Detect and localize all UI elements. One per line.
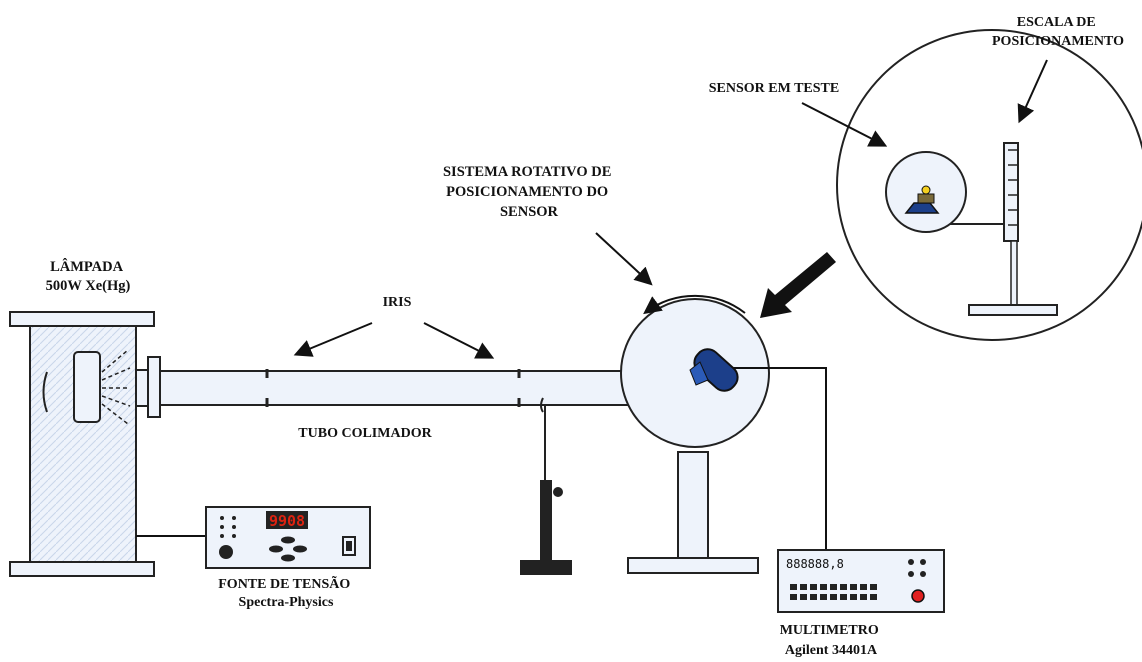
multimeter-red-button xyxy=(911,589,925,603)
power-knob-icon xyxy=(219,545,233,559)
rotary-label: SISTEMA ROTATIVO DE POSICIONAMENTO DO SE… xyxy=(443,164,615,220)
lamp-bulb-icon xyxy=(73,351,101,423)
xenon-lamp xyxy=(9,311,161,577)
lamp-label-line-1: LÂMPADA xyxy=(50,258,124,275)
sensor-cable xyxy=(733,367,827,550)
power-supply-label-line-1: FONTE DE TENSÃO xyxy=(218,574,350,592)
rotary-positioning-system xyxy=(620,294,770,574)
scale-label-line-1: ESCALA DE xyxy=(1017,15,1096,30)
multimeter-keypad xyxy=(790,584,877,600)
iris-arrow-2 xyxy=(423,322,495,359)
multimeter-display-value: 888888,8 xyxy=(786,557,844,571)
scale-arrow xyxy=(1017,59,1048,124)
lamp-label: LÂMPADA 500W Xe(Hg) xyxy=(46,258,131,294)
power-supply-display-value: 9908 xyxy=(269,512,305,530)
power-supply-label-line-2: Spectra-Physics xyxy=(239,595,334,610)
power-button-left xyxy=(269,545,283,553)
power-supply-label: FONTE DE TENSÃO Spectra-Physics xyxy=(218,574,354,610)
power-supply: 9908 xyxy=(205,506,371,569)
zoom-link-arrow xyxy=(760,252,836,318)
multimeter-label: MULTIMETRO Agilent 34401A xyxy=(780,623,883,658)
collimator-tube xyxy=(159,369,641,407)
power-button-down xyxy=(281,554,295,562)
scale-label: ESCALA DE POSICIONAMENTO xyxy=(992,15,1124,49)
positioning-scale xyxy=(968,142,1058,316)
lamp-reflector-icon xyxy=(42,371,48,413)
iris-arrow-1 xyxy=(293,322,373,357)
rotary-arrow xyxy=(595,232,653,286)
power-button-up xyxy=(281,536,295,544)
multimeter: 888888,8 xyxy=(777,549,945,613)
scale-label-line-2: POSICIONAMENTO xyxy=(992,34,1124,49)
iris-label: IRIS xyxy=(383,295,412,310)
sensor-test-label: SENSOR EM TESTE xyxy=(709,81,839,96)
sensor-test-arrow xyxy=(801,102,888,147)
power-button-right xyxy=(293,545,307,553)
zoom-inset xyxy=(836,29,1142,341)
power-supply-display xyxy=(266,511,308,529)
lamp-label-line-2: 500W Xe(Hg) xyxy=(46,278,131,294)
rotary-label-line-1: SISTEMA ROTATIVO DE xyxy=(443,164,611,180)
tube-support-stand xyxy=(520,397,572,575)
multimeter-label-line-2: Agilent 34401A xyxy=(785,643,878,658)
tube-label: TUBO COLIMADOR xyxy=(298,426,432,441)
lamp-rays-icon xyxy=(101,349,131,425)
multimeter-label-line-1: MULTIMETRO xyxy=(780,623,879,638)
rotary-label-line-3: SENSOR xyxy=(500,204,559,220)
rotation-arrow-icon xyxy=(643,294,746,315)
lamp-flange xyxy=(147,356,161,418)
rotary-label-line-2: POSICIONAMENTO DO xyxy=(446,184,608,200)
